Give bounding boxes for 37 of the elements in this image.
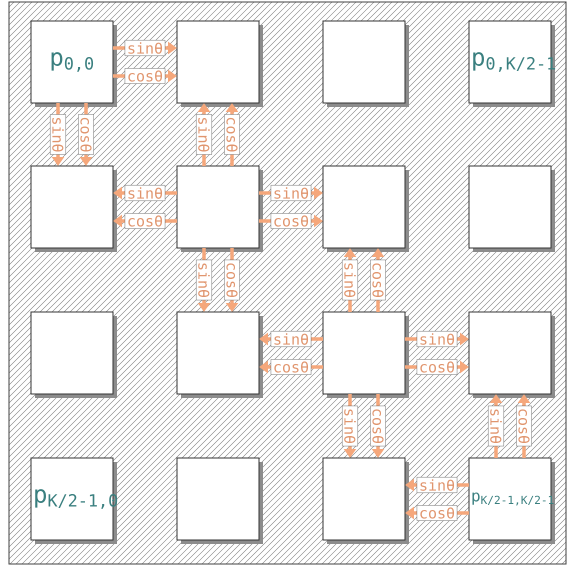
edge-label: cosθ (78, 114, 94, 155)
edge-label: sinθ (270, 331, 312, 347)
edge-label: sinθ (124, 185, 166, 201)
processor-box (30, 312, 117, 398)
edge-label: sinθ (50, 114, 66, 155)
processor-box (468, 312, 555, 398)
processor-box (322, 312, 409, 398)
edge-label: cosθ (270, 213, 312, 229)
edge-label: cosθ (224, 114, 240, 155)
processor-box (30, 166, 117, 252)
edge-label: cosθ (124, 213, 166, 229)
edge-label: sinθ (342, 406, 358, 446)
processor-box (176, 458, 263, 544)
edge-label: cosθ (370, 260, 386, 300)
edge-label: cosθ (124, 68, 166, 84)
edge-label: sinθ (196, 114, 212, 155)
edge-label: sinθ (416, 331, 458, 347)
edge-label: cosθ (416, 359, 458, 375)
edge-label: cosθ (370, 406, 386, 446)
processor-box (176, 20, 263, 107)
edge-label: cosθ (516, 406, 532, 446)
edge-label: sinθ (196, 260, 212, 300)
edge-label: sinθ (342, 260, 358, 300)
processor-box (322, 20, 409, 107)
processor-box (322, 458, 409, 544)
edge-label: cosθ (416, 505, 458, 521)
processor-box: p$_{0,0}$ (30, 20, 117, 107)
edge-label: sinθ (416, 477, 458, 493)
processor-box (176, 166, 263, 252)
edge-label: cosθ (270, 359, 312, 375)
processor-box (468, 166, 555, 252)
processor-box (176, 312, 263, 398)
edge-label: sinθ (124, 40, 166, 56)
edge-label: sinθ (270, 185, 312, 201)
processor-box (322, 166, 409, 252)
edge-label: cosθ (224, 260, 240, 300)
edge-label: sinθ (488, 406, 504, 446)
